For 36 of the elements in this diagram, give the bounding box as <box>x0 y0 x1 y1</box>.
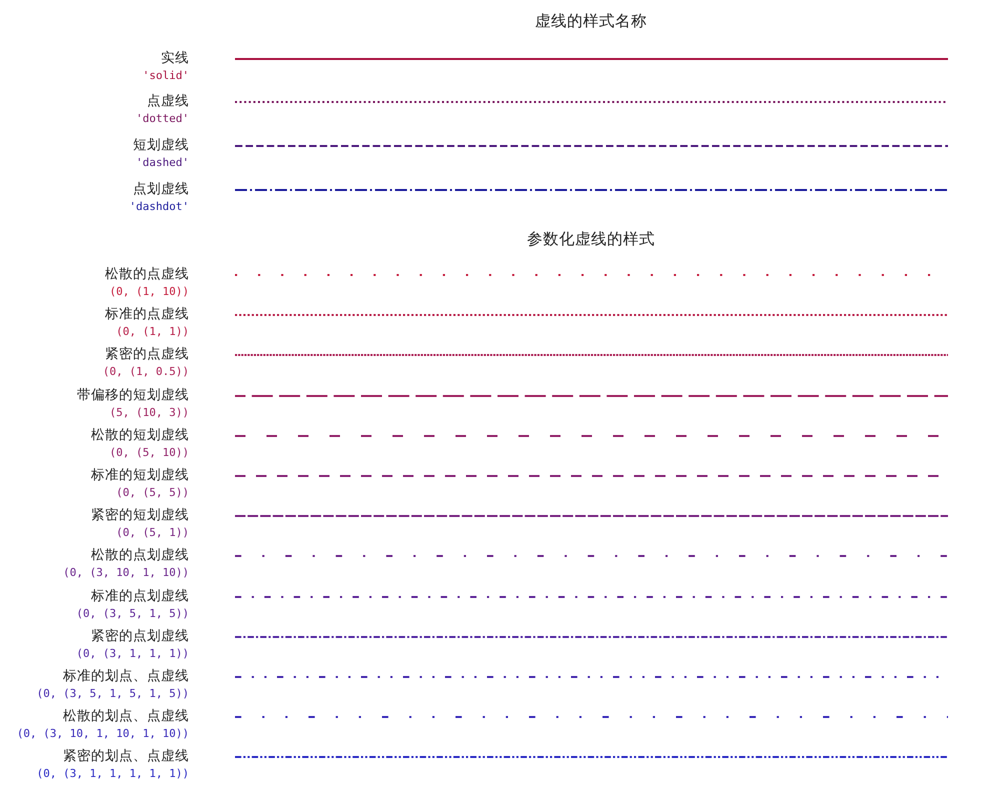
line-style-name: 实线 <box>161 52 189 66</box>
line-style-name: 紧密的划点、点虚线 <box>63 750 189 764</box>
line-style-name: 松散的点划虚线 <box>91 549 189 562</box>
line-style-code: (0, (3, 5, 1, 5)) <box>76 608 189 619</box>
line-style-name: 点虚线 <box>147 95 189 108</box>
line-style-code: (0, (1, 1)) <box>116 326 189 337</box>
line-style-code: 'dashdot' <box>129 201 189 212</box>
line-style-code: (0, (3, 5, 1, 5, 1, 5)) <box>36 688 189 699</box>
line-style-name: 紧密的点虚线 <box>105 348 189 362</box>
line-style-name: 松散的短划虚线 <box>91 429 189 442</box>
line-style-code: 'solid' <box>142 70 189 81</box>
line-style-name: 标准的划点、点虚线 <box>63 670 189 684</box>
line-style-code: (0, (3, 10, 1, 10)) <box>63 567 189 578</box>
line-style-code: (0, (1, 0.5)) <box>102 366 189 377</box>
line-style-name: 紧密的点划虚线 <box>91 630 189 644</box>
line-style-code: (0, (3, 1, 1, 1)) <box>76 648 189 659</box>
line-style-name: 松散的点虚线 <box>105 268 189 282</box>
line-style-code: (0, (5, 1)) <box>116 527 189 538</box>
chart-title: 虚线的样式名称 <box>534 14 648 30</box>
line-style-code: (0, (1, 10)) <box>110 286 189 297</box>
line-style-code: (0, (3, 1, 1, 1, 1, 1)) <box>36 768 189 779</box>
line-style-name: 紧密的短划虚线 <box>91 509 189 522</box>
line-style-name: 标准的点划虚线 <box>91 590 189 604</box>
line-style-name: 带偏移的短划虚线 <box>77 389 189 402</box>
line-style-code: (0, (3, 10, 1, 10, 1, 10)) <box>16 728 189 739</box>
line-style-name: 标准的点虚线 <box>105 308 189 322</box>
line-style-name: 标准的短划虚线 <box>91 469 189 482</box>
line-style-code: (0, (5, 5)) <box>116 487 189 498</box>
line-style-code: (5, (10, 3)) <box>110 407 189 418</box>
line-style-name: 点划虚线 <box>133 183 189 196</box>
line-style-code: 'dotted' <box>136 113 189 124</box>
line-style-code: (0, (5, 10)) <box>110 447 189 458</box>
line-style-name: 松散的划点、点虚线 <box>63 710 189 724</box>
line-style-name: 短划虚线 <box>133 139 189 152</box>
section-heading: 参数化虚线的样式 <box>526 232 656 248</box>
line-style-code: 'dashed' <box>136 157 189 168</box>
